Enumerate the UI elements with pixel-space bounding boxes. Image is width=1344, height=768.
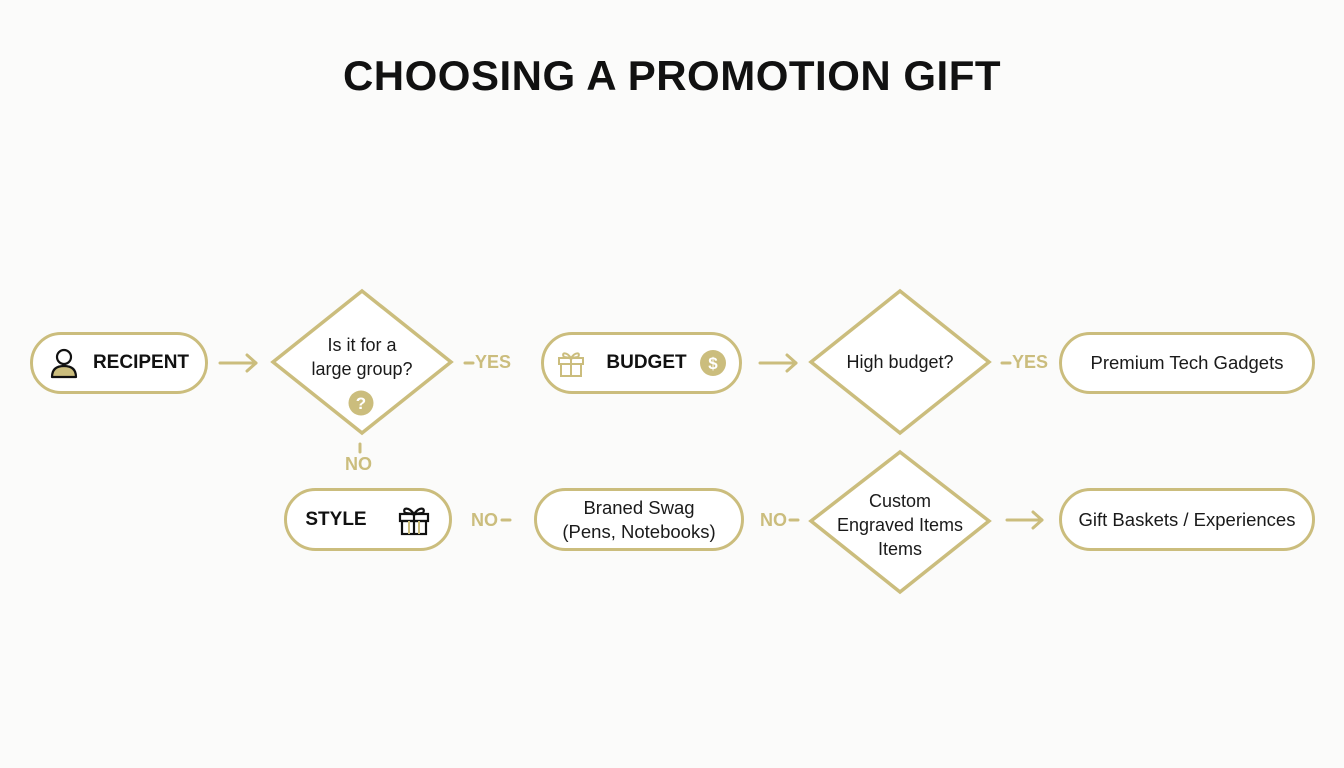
- large-group-line-2: large group?: [311, 359, 413, 379]
- premium-tech-node: Premium Tech Gadgets: [1059, 332, 1315, 394]
- budget-node: BUDGET $: [541, 332, 742, 394]
- budget-label: BUDGET: [606, 352, 687, 373]
- svg-text:?: ?: [356, 394, 366, 413]
- yes-label-1: YES: [475, 352, 512, 372]
- svg-text:$: $: [708, 354, 718, 373]
- custom-line-3: Items: [877, 539, 922, 559]
- branded-swag-node: Braned Swag (Pens, Notebooks): [534, 488, 744, 551]
- person-icon: [49, 347, 79, 379]
- custom-line-2: Engraved Items: [836, 515, 964, 535]
- arrow-custom-to-baskets: [1005, 510, 1044, 530]
- no-label-2: NO: [471, 510, 498, 530]
- style-node: STYLE: [284, 488, 452, 551]
- no-label-1: NO: [345, 454, 372, 474]
- high-budget-line-1: High budget?: [846, 352, 954, 372]
- yes-label-2: YES: [1012, 352, 1049, 372]
- swag-line-1: Braned Swag: [583, 496, 695, 518]
- high-budget-decision: [808, 288, 992, 436]
- dollar-coin-icon: $: [699, 349, 727, 377]
- gift-baskets-label: Gift Baskets / Experiences: [1078, 508, 1296, 530]
- arrow-recipient-to-group: [218, 353, 258, 373]
- swag-line-2: (Pens, Notebooks): [562, 520, 716, 542]
- arrow-budget-to-high: [758, 353, 798, 373]
- large-group-decision: [270, 288, 454, 436]
- no-label-3: NO: [760, 510, 787, 530]
- style-label: STYLE: [305, 508, 367, 530]
- large-group-text: Is it for a large group?: [290, 333, 434, 381]
- page-title: CHOOSING A PROMOTION GIFT: [342, 52, 1002, 99]
- question-icon: ?: [348, 390, 374, 416]
- high-budget-text: High budget?: [820, 350, 980, 374]
- large-group-line-1: Is it for a: [327, 335, 397, 355]
- custom-line-1: Custom: [868, 491, 931, 511]
- recipient-label: RECIPENT: [92, 352, 190, 373]
- gift-baskets-node: Gift Baskets / Experiences: [1059, 488, 1315, 551]
- gift-icon: [556, 348, 586, 378]
- custom-engraved-text: Custom Engraved Items Items: [820, 489, 980, 561]
- custom-engraved-decision: [808, 449, 992, 595]
- premium-tech-label: Premium Tech Gadgets: [1090, 352, 1284, 373]
- recipient-node: RECIPENT: [30, 332, 208, 394]
- gift-icon: [397, 503, 431, 537]
